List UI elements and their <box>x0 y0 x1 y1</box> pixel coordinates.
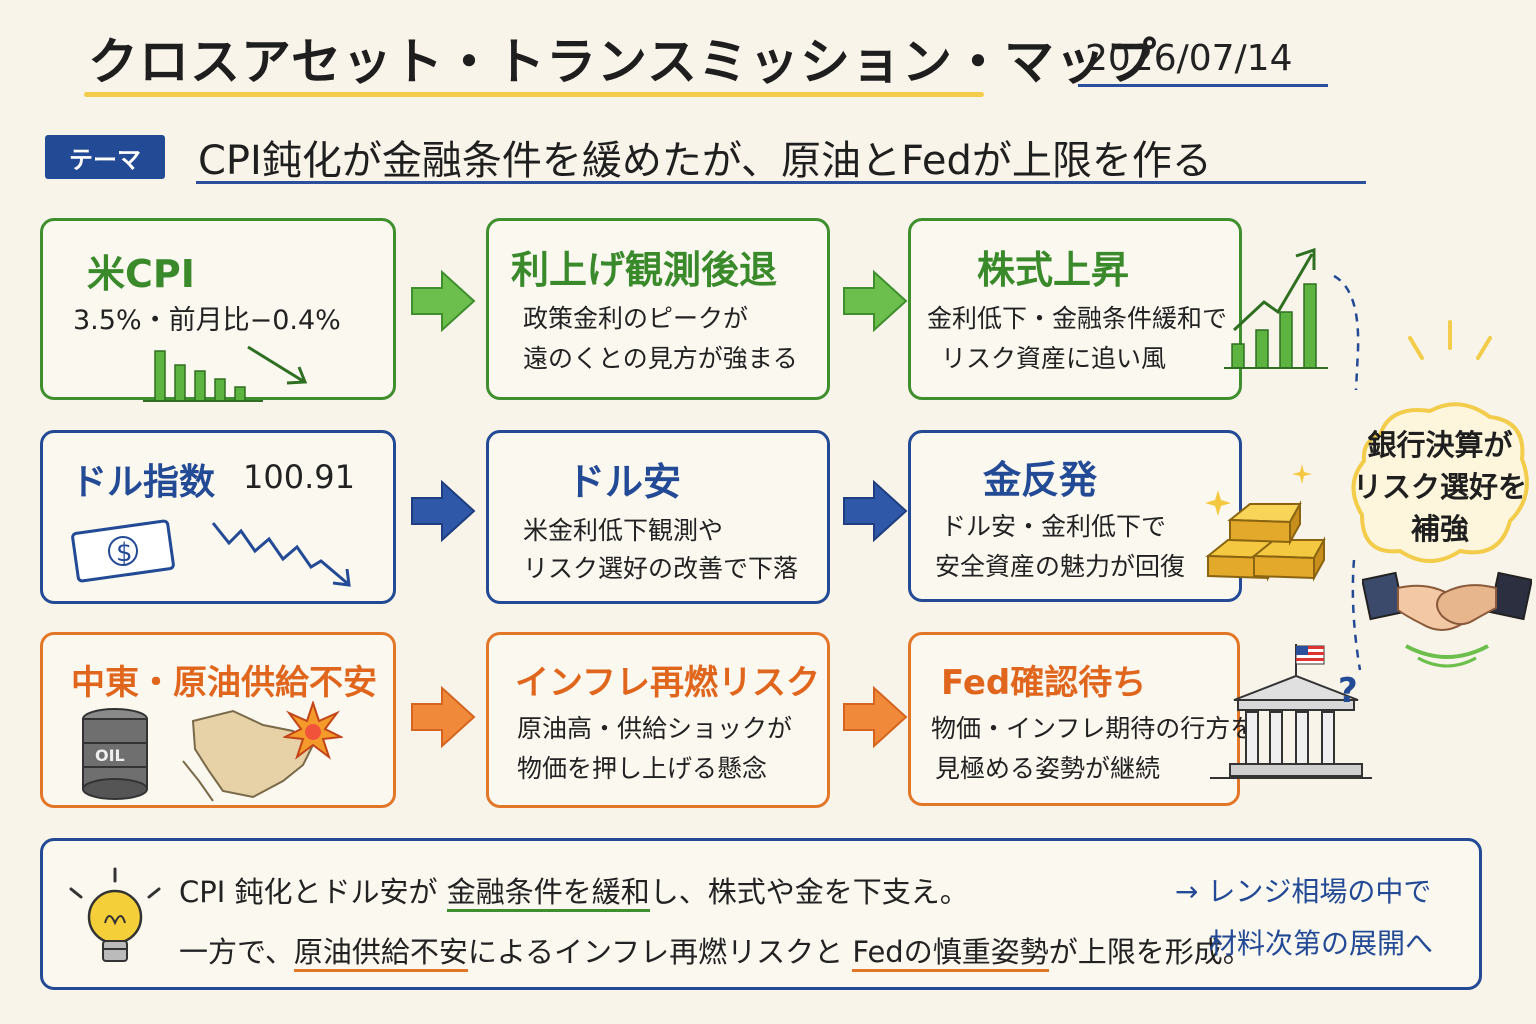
box-text: ドル安・金利低下で <box>941 512 1167 541</box>
summary-highlight: Fedの慎重姿勢 <box>852 935 1049 972</box>
box-heading: 米CPI <box>87 252 195 296</box>
explosion-icon <box>283 701 343 760</box>
box-heading: 株式上昇 <box>977 248 1130 292</box>
box-text: 見極める姿勢が継続 <box>935 754 1161 783</box>
box-heading: ドル安 <box>567 460 682 504</box>
summary-text: 一方で、 <box>179 935 294 969</box>
title-underline <box>84 92 984 97</box>
dollar-bill-icon: $ <box>71 519 175 583</box>
side-note-cloud: 銀行決算が リスク選好を 補強 <box>1350 395 1530 570</box>
cloud-shape <box>1351 402 1529 563</box>
summary-text: CPI 鈍化とドル安が <box>179 875 447 909</box>
theme-underline <box>196 181 1366 184</box>
side-note-line: 銀行決算が <box>1367 428 1513 462</box>
summary-highlight: 原油供給不安 <box>293 935 468 972</box>
summary-text: によるインフレ再燃リスクと <box>467 935 853 969</box>
summary-line-2: 一方で、原油供給不安によるインフレ再燃リスクと Fedの慎重姿勢が上限を形成。 <box>179 929 1252 972</box>
oil-label: OIL <box>95 746 125 765</box>
oil-barrel-icon: OIL <box>82 708 148 800</box>
box-dollar-weak: ドル安 米金利低下観測や リスク選好の改善で下落 <box>486 430 830 604</box>
handshake-icon <box>1362 571 1532 668</box>
bar-chart-icon <box>143 350 263 402</box>
date-underline <box>1078 84 1328 87</box>
trend-up-icon <box>1224 247 1328 369</box>
map-icon <box>182 709 315 802</box>
arrow-right-icon <box>411 685 476 749</box>
summary-side-line: 材料次第の展開へ <box>1209 927 1434 960</box>
box-text: 物価・インフレ期待の行方を <box>931 714 1256 743</box>
arrow-right-icon <box>843 269 908 333</box>
summary-box: CPI 鈍化とドル安が 金融条件を緩和し、株式や金を下支え。 一方で、原油供給不… <box>40 838 1482 990</box>
arrow-right-icon <box>411 269 476 333</box>
theme-tag: テーマ <box>45 135 165 179</box>
box-stocks-rise: 株式上昇 金利低下・金融条件緩和で リスク資産に追い風 <box>908 218 1242 400</box>
us-flag-icon <box>1295 644 1325 680</box>
zigzag-down-arrow-icon <box>211 522 351 587</box>
side-note-line: リスク選好を <box>1352 470 1527 504</box>
box-inflation-rekindle: インフレ再燃リスク 原油高・供給ショックが 物価を押し上げる懸念 <box>486 632 830 808</box>
summary-side-line: → レンジ相場の中で <box>1175 875 1432 908</box>
box-us-cpi: 米CPI 3.5%・前月比−0.4% <box>40 218 396 402</box>
box-rate-hike-retreat: 利上げ観測後退 政策金利のピークが 遠のくとの見方が強まる <box>486 218 830 400</box>
box-text: 金利低下・金融条件緩和で <box>927 304 1228 333</box>
gold-bars-icon <box>1205 464 1326 582</box>
sparkle-rays <box>1408 320 1492 360</box>
summary-text: が上限を形成。 <box>1048 935 1252 969</box>
box-text: 3.5%・前月比−0.4% <box>73 305 341 336</box>
date: 2026/07/14 <box>1085 38 1293 79</box>
box-heading: 金反発 <box>983 458 1098 502</box>
box-gold-rebound: 金反発 ドル安・金利低下で 安全資産の魅力が回復 <box>908 430 1242 602</box>
box-heading: 中東・原油供給不安 <box>71 663 377 703</box>
dashed-connector <box>1333 274 1362 671</box>
box-text: 物価を押し上げる懸念 <box>517 754 768 783</box>
summary-line-1: CPI 鈍化とドル安が 金融条件を緩和し、株式や金を下支え。 <box>179 869 969 912</box>
box-text: 安全資産の魅力が回復 <box>935 552 1186 581</box>
summary-text: し、株式や金を下支え。 <box>649 875 969 909</box>
box-text: 政策金利のピークが <box>523 304 749 333</box>
box-text: 遠のくとの見方が強まる <box>523 344 798 373</box>
box-heading: ドル指数 <box>71 462 216 503</box>
summary-highlight: 金融条件を緩和 <box>446 875 650 912</box>
down-arrow-icon <box>247 345 308 385</box>
box-middle-east-oil: 中東・原油供給不安 OIL <box>40 632 396 808</box>
box-text: リスク資産に追い風 <box>941 344 1167 373</box>
box-fed-wait: Fed確認待ち 物価・インフレ期待の行方を 見極める姿勢が継続 <box>908 632 1255 806</box>
theme-text: CPI鈍化が金融条件を緩めたが、原油とFedが上限を作る <box>198 138 1212 184</box>
box-heading: 利上げ観測後退 <box>511 248 778 292</box>
box-dollar-index: ドル指数 100.91 $ <box>40 430 396 604</box>
box-text: 米金利低下観測や <box>523 516 724 545</box>
dollar-index-value: 100.91 <box>243 458 355 496</box>
side-note-line: 補強 <box>1410 512 1469 546</box>
box-heading: Fed確認待ち <box>941 663 1147 703</box>
arrow-right-icon <box>843 479 908 543</box>
box-heading: インフレ再燃リスク <box>515 663 820 703</box>
central-bank-icon: ? <box>1210 644 1372 779</box>
question-mark: ? <box>1338 671 1358 711</box>
page-title: クロスアセット・トランスミッション・マップ <box>88 33 1157 91</box>
lightbulb-icon <box>69 867 161 962</box>
arrow-right-icon <box>843 685 908 749</box>
dollar-sign: $ <box>116 538 133 568</box>
arrow-right-icon <box>411 479 476 543</box>
box-text: リスク選好の改善で下落 <box>523 554 799 583</box>
box-text: 原油高・供給ショックが <box>517 714 793 743</box>
